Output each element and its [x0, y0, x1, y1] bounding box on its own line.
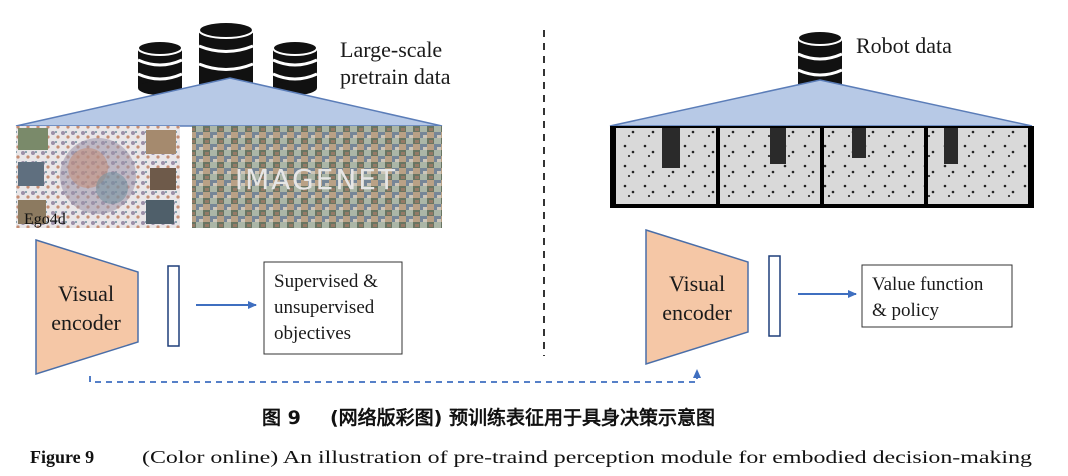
objectives-box	[263, 261, 403, 355]
caption-cn-label: 图 9	[262, 407, 301, 429]
visual-encoder	[35, 238, 139, 376]
robot-feature-vector	[768, 255, 781, 337]
objective-line1: Supervised &	[274, 271, 378, 292]
robot-data-frames	[610, 126, 1034, 208]
encoder-label-line2: encoder	[51, 310, 121, 335]
objective-line3: objectives	[274, 323, 351, 344]
caption-cn-text: (网络版彩图) 预训练表征用于具身决策示意图	[330, 406, 715, 429]
source-title-line2: pretrain data	[340, 64, 451, 89]
source-title-line1: Large-scale	[340, 37, 442, 62]
caption-en-text: (Color online) An illustration of pre-tr…	[142, 447, 1032, 468]
robot-encoder-line2: encoder	[662, 300, 732, 325]
robot-visual-encoder	[645, 228, 749, 366]
objective-line2: unsupervised	[274, 297, 375, 318]
robot-source-title: Robot data	[856, 33, 952, 58]
policy-box	[861, 264, 1013, 328]
policy-line1: Value function	[872, 274, 984, 295]
robot-encoder-line1: Visual	[669, 271, 725, 296]
ego4d-image	[16, 126, 180, 228]
dataset-label-imagenet: IMAGENET	[235, 163, 397, 196]
policy-line2: & policy	[872, 300, 940, 321]
caption-en-label: Figure 9	[30, 447, 94, 467]
database-icon	[137, 40, 183, 95]
feature-vector	[167, 265, 180, 347]
robot-data-triangle	[609, 79, 1033, 127]
dataset-label-ego4d: Ego4d	[24, 211, 66, 228]
imagenet-image	[192, 126, 442, 228]
encoder-label-line1: Visual	[58, 281, 114, 306]
weight-transfer-arrow	[89, 369, 701, 383]
database-icon	[272, 40, 318, 95]
